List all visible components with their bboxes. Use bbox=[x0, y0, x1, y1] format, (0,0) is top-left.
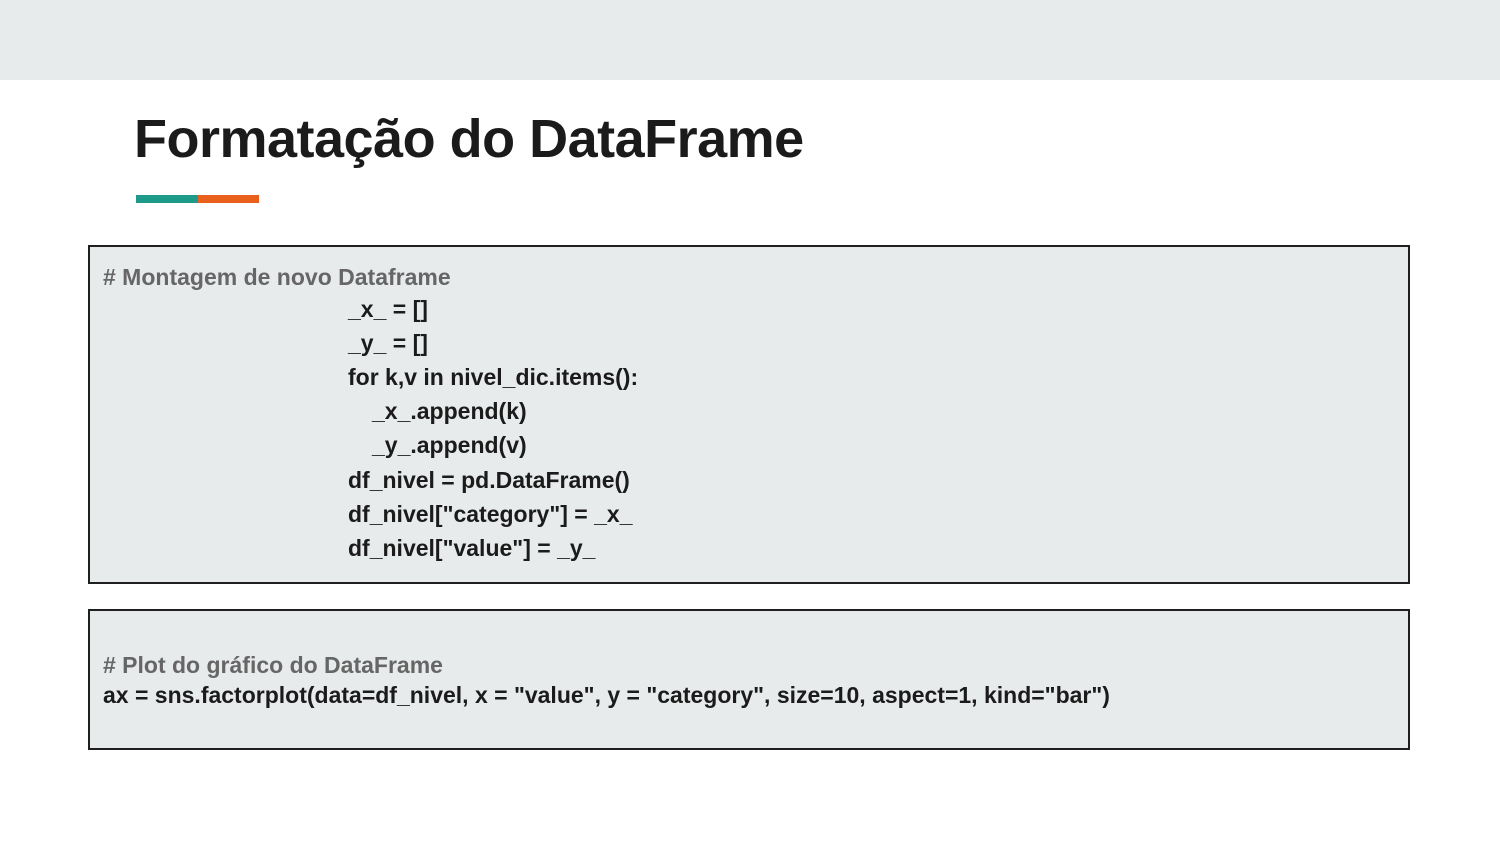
code-comment: # Plot do gráfico do DataFrame bbox=[103, 652, 443, 678]
code-block-plot: # Plot do gráfico do DataFrame ax = sns.… bbox=[88, 609, 1410, 750]
accent-bar-orange bbox=[198, 195, 259, 203]
code-line: df_nivel["value"] = _y_ bbox=[348, 535, 596, 561]
code-line: _x_ = [] bbox=[348, 296, 428, 322]
accent-bar-teal bbox=[136, 195, 198, 203]
code-line: _y_.append(v) bbox=[372, 432, 527, 458]
code-line: _y_ = [] bbox=[348, 330, 428, 356]
code-comment: # Montagem de novo Dataframe bbox=[103, 264, 451, 290]
code-line: for k,v in nivel_dic.items(): bbox=[348, 364, 639, 390]
code-line: df_nivel = pd.DataFrame() bbox=[348, 467, 630, 493]
code-line: df_nivel["category"] = _x_ bbox=[348, 501, 633, 527]
code-line: _x_.append(k) bbox=[372, 398, 527, 424]
slide-title: Formatação do DataFrame bbox=[134, 109, 804, 169]
code-line: ax = sns.factorplot(data=df_nivel, x = "… bbox=[103, 682, 1110, 708]
code-block-dataframe-assembly: # Montagem de novo Dataframe _x_ = [] _y… bbox=[88, 245, 1410, 584]
top-band bbox=[0, 0, 1500, 80]
